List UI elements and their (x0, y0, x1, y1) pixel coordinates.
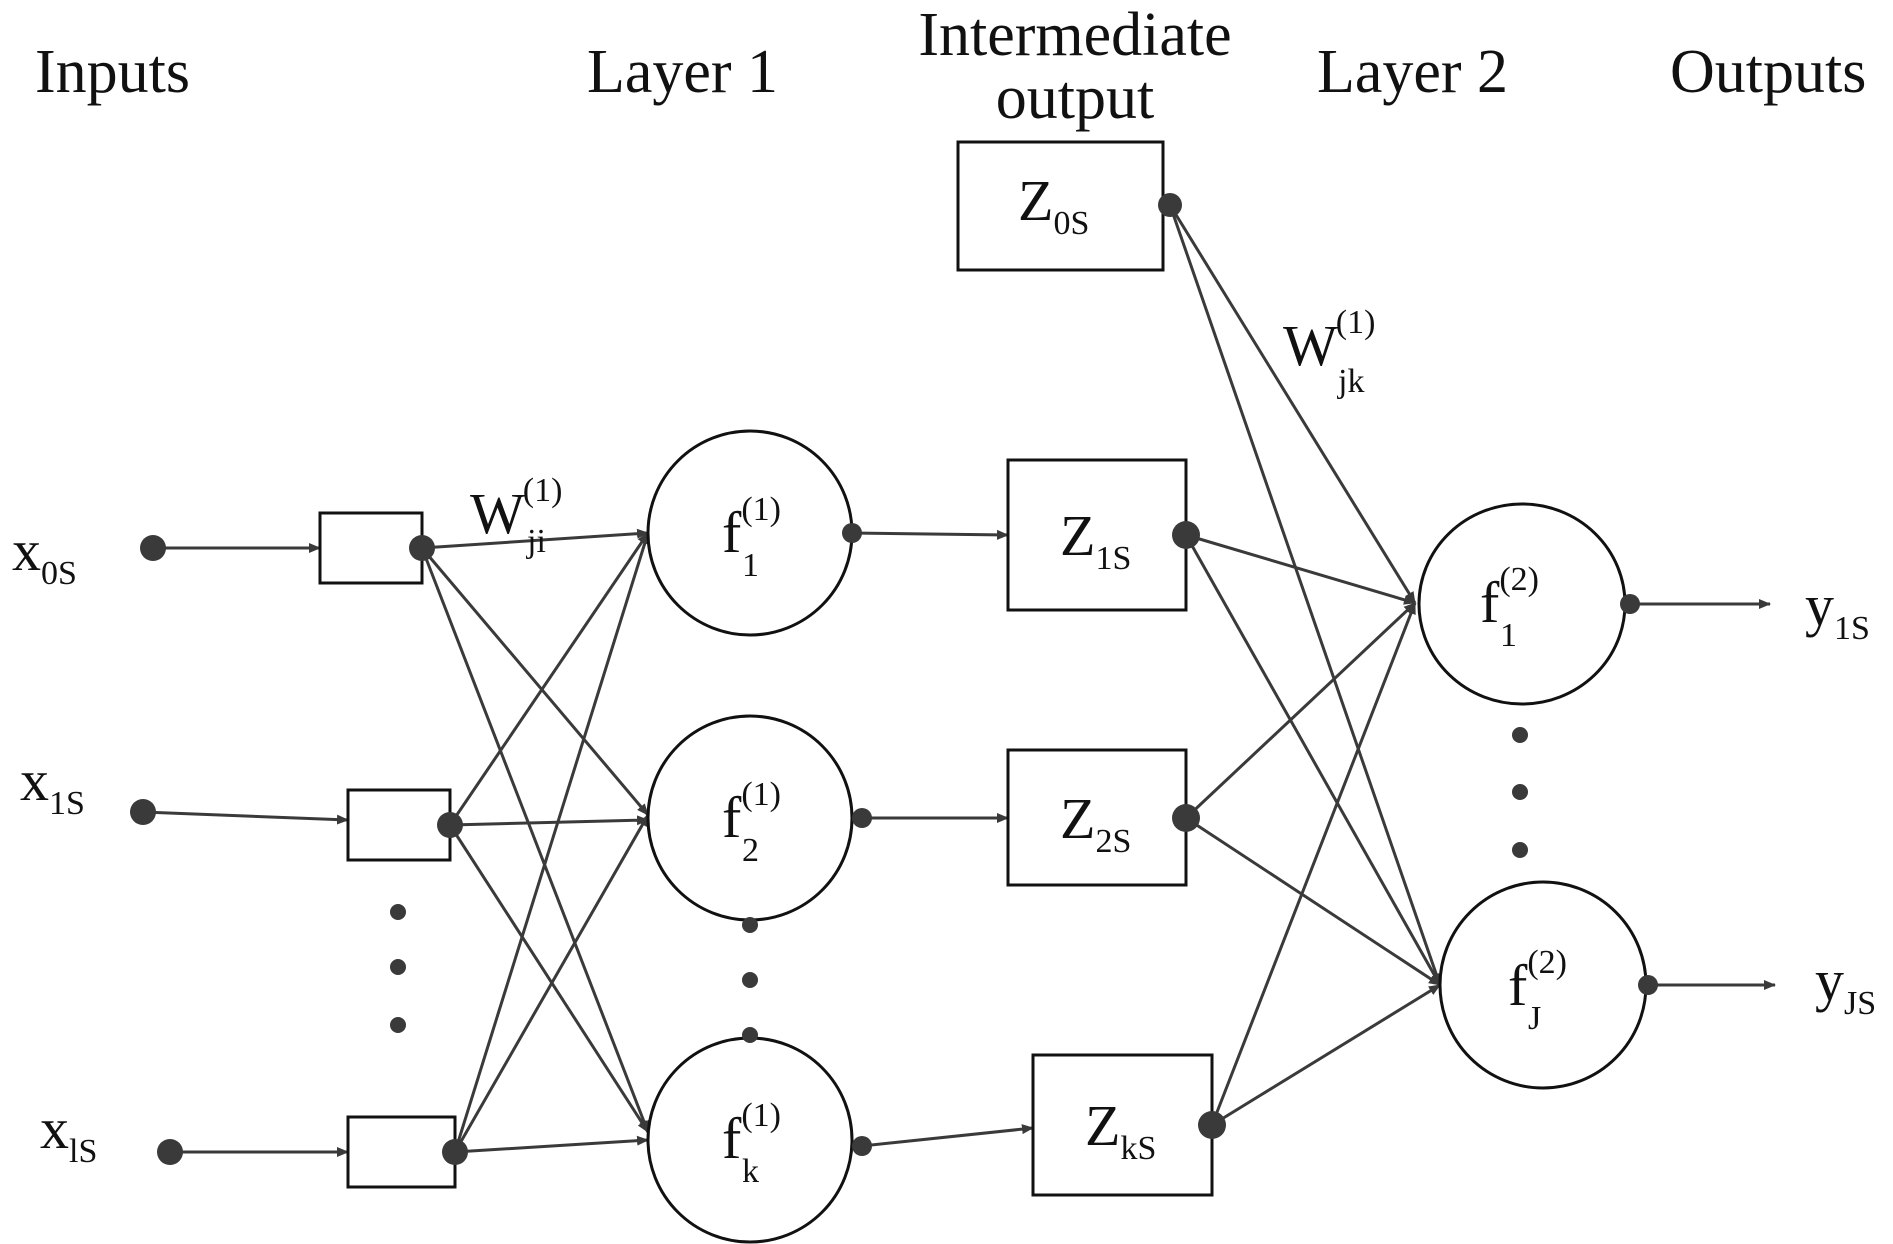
layer1-node-2-label: f(1) (722, 776, 781, 850)
layer2-node-J-port (1638, 975, 1658, 995)
input-box-l (346, 1115, 457, 1189)
input-label-0: x0S (12, 518, 77, 592)
input-box-1 (346, 788, 452, 862)
layer1-node-k (646, 1036, 854, 1244)
intermediate-label-2: Z2S (1060, 786, 1131, 860)
input-ellipsis (390, 904, 406, 1033)
intermediate-header-line1: Intermediate (918, 1, 1231, 69)
layer2-node-1-label: f(2) (1480, 561, 1539, 635)
intermediate-box-2 (1006, 748, 1188, 887)
input-label-1: x1S (20, 748, 85, 822)
layer1-node-2 (646, 714, 854, 922)
input-edges (142, 543, 349, 1157)
output-label-J: yJS (1815, 948, 1876, 1022)
layer1-node-1-label: f(1) (722, 491, 781, 565)
layer1-header: Layer 1 (587, 38, 778, 106)
layer1-node-k-port (852, 1136, 872, 1156)
intermediate-label-0: Z0S (1018, 168, 1089, 242)
intermediate-label-k: ZkS (1085, 1093, 1156, 1167)
weight-label-jk-sub: jk (1337, 363, 1364, 400)
layer2-node-J-sub: J (1528, 1000, 1541, 1037)
layer2-ellipsis (1512, 727, 1528, 858)
intermediate-box-k (1031, 1053, 1214, 1197)
intermediate-box-1-port (1172, 521, 1200, 549)
layer2-weight-edges (1168, 204, 1442, 1127)
layer1-node-2-port (852, 808, 872, 828)
intermediate-label-1: Z1S (1060, 503, 1131, 577)
intermediate-box-0-port (1158, 193, 1182, 217)
input-box-1-port (437, 812, 463, 838)
input-node-1 (130, 799, 156, 825)
input-node-0 (140, 535, 166, 561)
intermediate-box-2-port (1172, 804, 1200, 832)
output-edges (1630, 599, 1776, 990)
intermediate-header-line2: output (996, 64, 1154, 132)
inputs-header: Inputs (35, 38, 190, 106)
input-label-l: xlS (40, 1096, 97, 1170)
weight-label-ji: W(1) (470, 472, 562, 546)
input-box-l-port (442, 1139, 468, 1165)
layer2-header: Layer 2 (1317, 38, 1508, 106)
layer1-node-1-port (842, 523, 862, 543)
layer1-node-1-sub: 1 (742, 547, 759, 584)
layer1-weight-edges (420, 528, 650, 1154)
layer2-node-1 (1417, 502, 1627, 706)
weight-label-jk: W(1) (1283, 304, 1375, 378)
layer2-node-J-label: f(2) (1508, 944, 1567, 1018)
layer1-output-edges (851, 529, 1034, 1148)
layer2-node-1-sub: 1 (1500, 617, 1517, 654)
intermediate-box-k-port (1198, 1111, 1226, 1139)
intermediate-box-1 (1006, 458, 1188, 612)
layer1-node-1 (646, 429, 854, 637)
layer2-node-1-port (1620, 594, 1640, 614)
input-node-l (157, 1139, 183, 1165)
layer1-node-2-sub: 2 (742, 832, 759, 869)
layer1-node-k-sub: k (742, 1153, 759, 1190)
input-box-0-port (409, 535, 435, 561)
layer1-ellipsis (742, 917, 758, 1043)
weight-label-ji-sub: ji (526, 523, 546, 560)
layer2-node-J (1438, 880, 1648, 1090)
output-label-1: y1S (1805, 573, 1870, 647)
input-box-0 (318, 511, 424, 585)
outputs-header: Outputs (1670, 38, 1866, 106)
layer1-node-k-label: f(1) (722, 1097, 781, 1171)
